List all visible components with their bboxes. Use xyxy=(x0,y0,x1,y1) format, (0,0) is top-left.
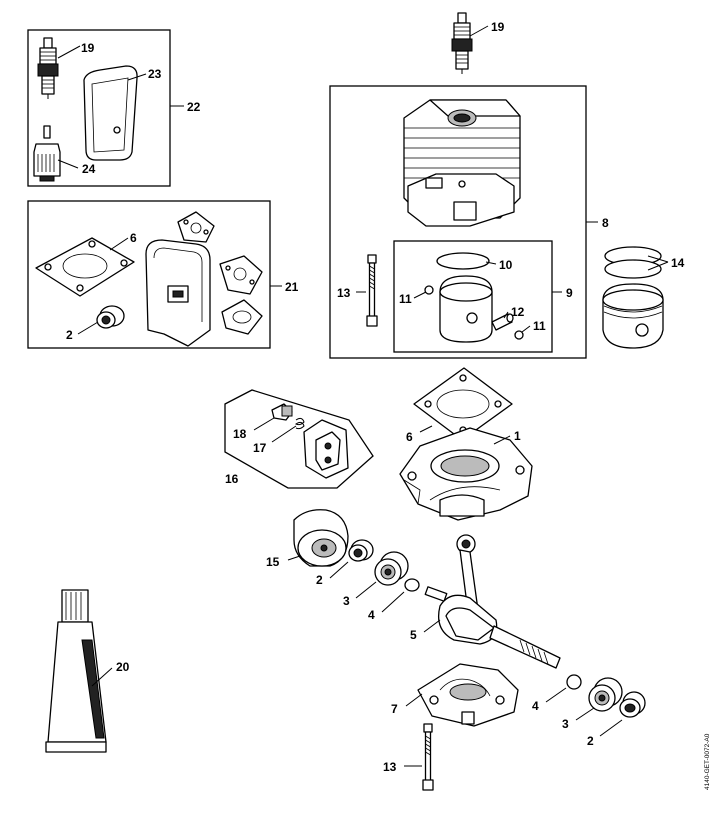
callout-23: 23 xyxy=(148,67,162,81)
callout-18: 18 xyxy=(233,427,247,441)
cylinder-gasket-icon xyxy=(35,237,135,297)
grease-tube-icon xyxy=(45,589,107,753)
callout-2: 2 xyxy=(66,328,73,342)
piston-ring-icon xyxy=(604,259,662,279)
callout-17: 17 xyxy=(253,441,267,455)
callout-6: 6 xyxy=(406,430,413,444)
crankcase-bolt-icon xyxy=(422,723,434,791)
oil-seal-icon xyxy=(619,691,646,718)
callout-6: 6 xyxy=(130,231,137,245)
callout-13: 13 xyxy=(383,760,397,774)
callout-8: 8 xyxy=(602,216,609,230)
callout-11: 11 xyxy=(399,292,412,306)
kit-box-21 xyxy=(27,200,271,349)
air-guide-shroud-icon xyxy=(303,419,349,479)
callout-12: 12 xyxy=(511,305,525,319)
circlip-icon xyxy=(424,285,434,295)
spring-icon xyxy=(295,417,305,430)
fuel-filter-icon xyxy=(33,125,61,182)
callout-13: 13 xyxy=(337,286,351,300)
callout-2: 2 xyxy=(587,734,594,748)
leader-lines xyxy=(57,25,669,767)
callout-9: 9 xyxy=(566,286,573,300)
muffler-gasket-icon xyxy=(177,211,215,243)
piston-box-9 xyxy=(393,240,553,353)
circlip-icon xyxy=(514,330,524,340)
callout-5: 5 xyxy=(410,628,417,642)
callout-21: 21 xyxy=(285,280,299,294)
callout-4: 4 xyxy=(368,608,375,622)
ball-bearing-icon xyxy=(588,677,623,712)
piston-ring-icon xyxy=(436,252,490,270)
callout-15: 15 xyxy=(266,555,280,569)
piston-icon xyxy=(602,283,664,349)
callout-19: 19 xyxy=(81,41,95,55)
reference-code: 4140-GET-0072-A0 xyxy=(704,733,711,790)
callout-7: 7 xyxy=(391,702,398,716)
callout-4: 4 xyxy=(532,699,539,713)
callout-16: 16 xyxy=(225,472,239,486)
intake-gasket-icon xyxy=(219,255,263,295)
piston-icon xyxy=(439,275,493,343)
callout-11: 11 xyxy=(533,319,546,333)
spark-plug-top-icon xyxy=(451,12,473,74)
kit-box-22 xyxy=(27,29,171,187)
callout-3: 3 xyxy=(562,717,569,731)
callout-24: 24 xyxy=(82,162,96,176)
oil-seal-icon xyxy=(348,539,374,562)
seal-ring-icon xyxy=(96,305,125,329)
callout-20: 20 xyxy=(116,660,130,674)
cylinder-icon xyxy=(403,99,521,227)
cylinder-bolt-icon xyxy=(366,254,378,327)
carburetor-gasket-icon xyxy=(221,299,263,335)
callout-22: 22 xyxy=(187,100,201,114)
flywheel-icon xyxy=(293,509,349,567)
adapter-fitting-icon xyxy=(271,403,293,421)
callout-14: 14 xyxy=(671,256,685,270)
callout-1: 1 xyxy=(514,429,521,443)
ball-bearing-icon xyxy=(374,551,409,586)
callout-10: 10 xyxy=(499,258,513,272)
crankcase-lower-icon xyxy=(417,663,519,727)
callout-3: 3 xyxy=(343,594,350,608)
callout-2: 2 xyxy=(316,573,323,587)
piston-pin-icon xyxy=(491,313,514,331)
spacer-ring-icon xyxy=(566,674,582,690)
spacer-ring-icon xyxy=(404,578,420,592)
air-guide-box-16 xyxy=(224,389,374,489)
crankshaft-icon xyxy=(424,534,561,669)
cylinder-gasket-icon xyxy=(413,367,513,441)
callout-19: 19 xyxy=(491,20,505,34)
baffle-plate-icon xyxy=(145,239,211,347)
spark-plug-icon xyxy=(37,37,59,99)
crankcase-upper-icon xyxy=(399,427,533,521)
air-filter-icon xyxy=(83,65,138,161)
